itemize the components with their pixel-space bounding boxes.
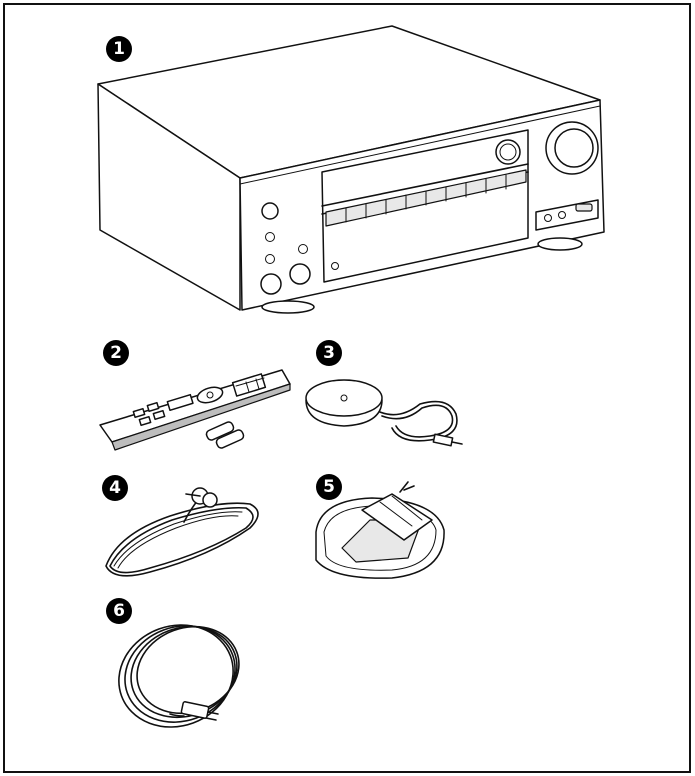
item-number-badge: 2 [103,340,129,366]
item-number-badge: 1 [106,36,132,62]
remote-control-with-batteries-icon [99,369,291,451]
item-number-badge: 5 [316,474,342,500]
diagram-border [3,3,691,773]
av-receiver-icon [97,25,605,314]
am-loop-antenna-icon [315,481,445,579]
item-number-badge: 6 [106,598,132,624]
power-cord-icon [118,624,240,728]
item-number-badge: 4 [102,475,128,501]
speaker-setup-microphone-icon [305,379,463,447]
item-number-badge: 3 [316,340,342,366]
fm-antenna-icon [105,487,259,577]
